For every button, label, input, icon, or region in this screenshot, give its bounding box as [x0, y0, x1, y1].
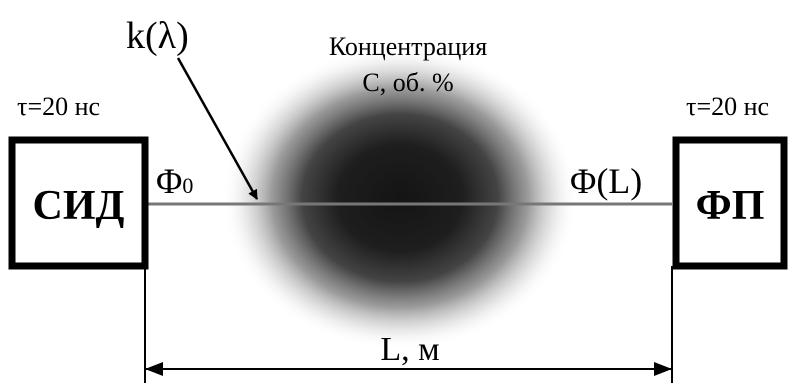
- photodetector-box: [672, 136, 788, 270]
- absorption-coefficient-label: k(λ): [126, 15, 189, 57]
- concentration-label-line1: Концентрация: [329, 32, 487, 61]
- led-source-label: СИД: [33, 183, 125, 229]
- initial-flux-symbol: Φ: [156, 161, 182, 201]
- length-arrowhead-left: [145, 362, 163, 376]
- output-flux-label: Φ(L): [570, 161, 642, 201]
- initial-flux-subscript: 0: [182, 173, 193, 198]
- concentration-label-line2: С, об. %: [362, 68, 453, 97]
- length-arrowhead-right: [654, 362, 672, 376]
- tau-right-label: τ=20 нс: [686, 92, 769, 121]
- tau-left-label: τ=20 нс: [17, 92, 100, 121]
- photodetector-label: ФП: [696, 183, 765, 229]
- initial-flux-label: Φ0: [156, 161, 193, 201]
- led-source-box: [8, 136, 149, 270]
- absorption-pointer-arrow: [176, 57, 259, 200]
- length-label: L, м: [380, 331, 439, 368]
- gas-cloud: [222, 46, 578, 350]
